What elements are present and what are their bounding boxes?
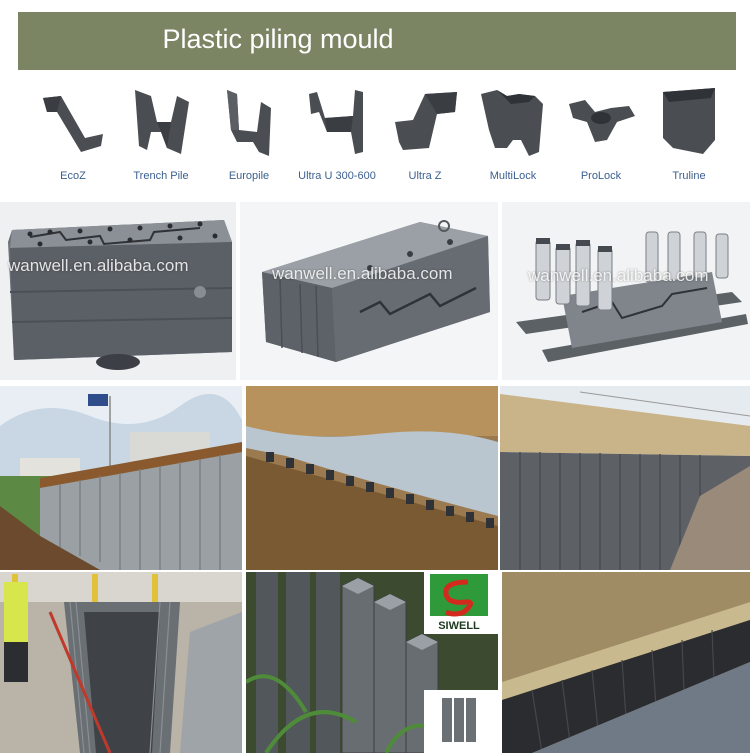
profile-label: Truline: [672, 170, 706, 182]
profile-label: Ultra U 300-600: [298, 170, 376, 182]
logo-text: SIWELL: [438, 620, 480, 632]
watermark: wanwell.en.alibaba.com: [272, 264, 453, 283]
profile-label: Trench Pile: [133, 170, 189, 182]
riverbank-photo: [502, 572, 750, 753]
page-title: Plastic piling mould: [162, 24, 394, 54]
profile-europile: Europile: [204, 78, 294, 190]
profile-ecoz: EcoZ: [28, 78, 118, 190]
trench-photo: [0, 572, 242, 753]
watermark: wanwell.en.alibaba.com: [8, 256, 189, 275]
ultra-u-profile-icon: [309, 90, 363, 154]
siwell-logo-icon: [430, 574, 488, 617]
profile-row: EcoZ Trench Pile Europile Ultra U 300-60…: [18, 78, 736, 190]
watermark: wanwell.en.alibaba.com: [528, 266, 709, 285]
profile-multilock: MultiLock: [468, 78, 558, 190]
prolock-profile-icon: [569, 100, 635, 142]
profile-ultra-u: Ultra U 300-600: [292, 78, 382, 190]
retaining-wall-photo: [500, 386, 750, 570]
seawall-photo: [0, 386, 242, 570]
ultra-z-profile-icon: [395, 92, 457, 150]
trench-pile-profile-icon: [135, 90, 189, 154]
siwell-logo: SIWELL: [424, 572, 494, 634]
profile-label: EcoZ: [60, 170, 86, 182]
profile-ultra-z: Ultra Z: [380, 78, 470, 190]
title-banner: Plastic piling mould: [18, 12, 736, 70]
europile-profile-icon: [227, 90, 271, 156]
profile-label: Ultra Z: [408, 170, 442, 182]
profile-prolock: ProLock: [556, 78, 646, 190]
marsh-photo: [246, 386, 498, 570]
mould-photo-3: wanwell.en.alibaba.com: [502, 202, 750, 380]
mould-photo-2: wanwell.en.alibaba.com: [240, 202, 498, 380]
profile-label: Europile: [228, 170, 270, 182]
profile-label: MultiLock: [489, 170, 537, 182]
profile-trench-pile: Trench Pile: [116, 78, 206, 190]
mould-photo-1: wanwell.en.alibaba.com: [0, 202, 236, 380]
multilock-profile-icon: [481, 90, 543, 156]
truline-profile-icon: [663, 88, 715, 154]
profile-label: ProLock: [580, 170, 622, 182]
ecoz-profile-icon: [43, 96, 103, 152]
profile-truline: Truline: [644, 78, 734, 190]
